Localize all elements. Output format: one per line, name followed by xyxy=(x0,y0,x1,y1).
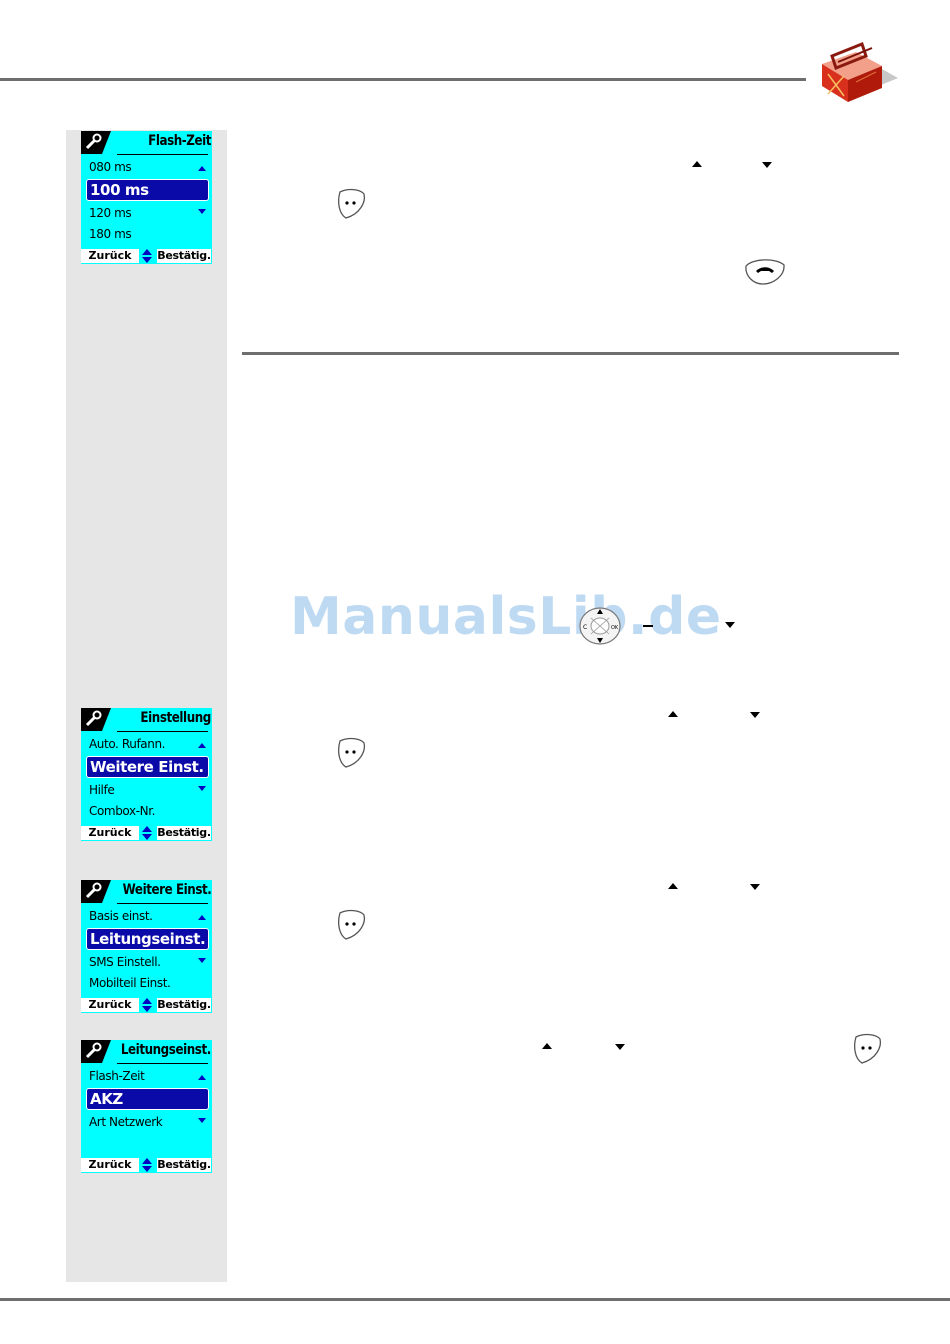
toolbox-icon xyxy=(818,26,900,106)
softkey-bar: Zurück Bestätig. xyxy=(81,825,212,841)
softkey-bar: Zurück Bestätig. xyxy=(81,248,212,264)
wrench-icon xyxy=(81,131,111,154)
softkey-confirm[interactable]: Bestätig. xyxy=(157,1158,211,1172)
menu-item-below[interactable]: 120 ms xyxy=(89,206,132,220)
screen-header: Einstellung xyxy=(81,708,212,731)
arrow-down-key-icon xyxy=(750,884,760,890)
softkey-bar: Zurück Bestätig. xyxy=(81,1157,212,1173)
dots-softkey-icon[interactable] xyxy=(850,1031,884,1065)
menu-item-above[interactable]: 080 ms xyxy=(89,160,132,174)
phone-screen-weitere-einst: Weitere Einst. Basis einst. Leitungseins… xyxy=(81,880,212,1013)
navpad-c-label: C xyxy=(583,624,587,631)
arrow-down-key-icon xyxy=(750,712,760,718)
dots-softkey-icon[interactable] xyxy=(334,735,368,769)
title-underline xyxy=(117,731,208,732)
screen-header: Flash-Zeit xyxy=(81,131,212,154)
arrow-down-key-icon xyxy=(615,1044,625,1050)
arrow-up-key-icon xyxy=(668,711,678,717)
screen-title: Leitungseinst. xyxy=(121,1042,211,1058)
screen-title: Flash-Zeit xyxy=(148,133,211,149)
arrow-up-key-icon xyxy=(692,161,702,167)
phone-screen-flash-zeit: Flash-Zeit 080 ms 100 ms 120 ms 180 ms Z… xyxy=(81,131,212,264)
menu-item-selected[interactable]: Leitungseinst. xyxy=(86,928,209,950)
hang-up-key-icon[interactable] xyxy=(743,256,787,286)
section-divider xyxy=(242,352,899,355)
menu-item-selected[interactable]: AKZ xyxy=(86,1088,209,1110)
softkey-confirm[interactable]: Bestätig. xyxy=(157,998,211,1012)
up-down-arrows-icon xyxy=(142,1158,152,1172)
screen-header: Weitere Einst. xyxy=(81,880,212,903)
scroll-up-icon xyxy=(198,1075,206,1080)
scroll-down-icon xyxy=(198,958,206,963)
softkey-back[interactable]: Zurück xyxy=(81,1158,139,1172)
phone-screen-leitungseinst: Leitungseinst. Flash-Zeit AKZ Art Netzwe… xyxy=(81,1040,212,1173)
screen-title: Einstellung xyxy=(140,710,212,726)
arrow-up-key-icon xyxy=(542,1043,552,1049)
title-underline xyxy=(117,154,208,155)
title-underline xyxy=(117,1063,208,1064)
screen-header: Leitungseinst. xyxy=(81,1040,212,1063)
menu-item-below[interactable]: Mobilteil Einst. xyxy=(89,976,171,990)
top-rule xyxy=(0,78,806,81)
arrow-down-key-icon xyxy=(762,162,772,168)
arrow-up-key-icon xyxy=(668,883,678,889)
menu-item-above[interactable]: Flash-Zeit xyxy=(89,1069,145,1083)
up-down-arrows-icon xyxy=(142,249,152,263)
bottom-rule xyxy=(0,1298,950,1301)
menu-item-below[interactable]: SMS Einstell. xyxy=(89,955,161,969)
menu-item-below[interactable]: Hilfe xyxy=(89,783,115,797)
up-down-arrows-icon xyxy=(142,826,152,840)
arrow-down-key-icon xyxy=(725,622,735,628)
scroll-up-icon xyxy=(198,915,206,920)
menu-item-above[interactable]: Auto. Rufann. xyxy=(89,737,166,751)
wrench-icon xyxy=(81,880,111,903)
up-down-arrows-icon xyxy=(142,998,152,1012)
softkey-back[interactable]: Zurück xyxy=(81,826,139,840)
watermark: ManualsLib.de xyxy=(290,587,722,647)
wrench-icon xyxy=(81,708,111,731)
wrench-icon xyxy=(81,1040,111,1063)
softkey-back[interactable]: Zurück xyxy=(81,998,139,1012)
dots-softkey-icon[interactable] xyxy=(334,186,368,220)
menu-item-below[interactable]: Combox-Nr. xyxy=(89,804,156,818)
dash-mark xyxy=(643,625,653,627)
dots-softkey-icon[interactable] xyxy=(334,907,368,941)
scroll-up-icon xyxy=(198,743,206,748)
softkey-bar: Zurück Bestätig. xyxy=(81,997,212,1013)
softkey-confirm[interactable]: Bestätig. xyxy=(157,826,211,840)
softkey-confirm[interactable]: Bestätig. xyxy=(157,249,211,263)
menu-item-above[interactable]: Basis einst. xyxy=(89,909,153,923)
navigation-pad-icon[interactable]: C OK xyxy=(578,606,622,646)
screen-title: Weitere Einst. xyxy=(122,882,211,898)
menu-item-selected[interactable]: Weitere Einst. xyxy=(86,756,209,778)
menu-item-below[interactable]: 180 ms xyxy=(89,227,132,241)
scroll-down-icon xyxy=(198,786,206,791)
scroll-down-icon xyxy=(198,1118,206,1123)
scroll-down-icon xyxy=(198,209,206,214)
scroll-up-icon xyxy=(198,166,206,171)
navpad-ok-label: OK xyxy=(611,625,619,631)
phone-screen-einstellung: Einstellung Auto. Rufann. Weitere Einst.… xyxy=(81,708,212,841)
softkey-back[interactable]: Zurück xyxy=(81,249,139,263)
menu-item-below[interactable]: Art Netzwerk xyxy=(89,1115,163,1129)
title-underline xyxy=(117,903,208,904)
menu-item-selected[interactable]: 100 ms xyxy=(86,179,209,201)
